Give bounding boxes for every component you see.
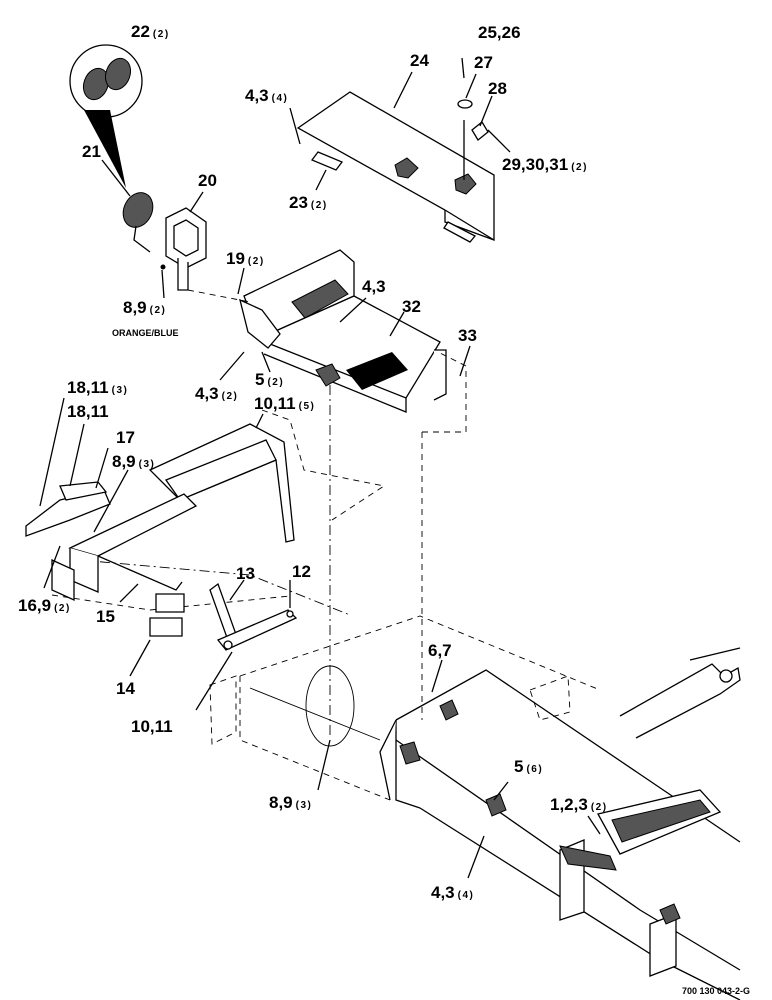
- callout-10-11-b: 10,11: [131, 717, 173, 736]
- svg-text:25,26: 25,26: [478, 23, 521, 42]
- upper-cover: [296, 91, 495, 243]
- svg-text:4,3(2): 4,3(2): [195, 384, 238, 403]
- svg-text:14: 14: [116, 679, 135, 698]
- callout-14: 14: [116, 679, 135, 698]
- callout-8-9-c: 8,9: [269, 793, 293, 812]
- callout-27: 27: [474, 53, 493, 72]
- svg-text:28: 28: [488, 79, 507, 98]
- svg-text:17: 17: [116, 428, 135, 447]
- svg-text:15: 15: [96, 607, 115, 626]
- conveyor-platform: [209, 615, 741, 1000]
- svg-text:24: 24: [410, 51, 429, 70]
- callout-labels: 22(2) 21 20 24 4,3(4) 25,26 27 28 29,30,…: [18, 22, 750, 996]
- svg-text:32: 32: [402, 297, 421, 316]
- callout-4-3-b: 4,3: [362, 277, 386, 296]
- callout-6-7: 6,7: [428, 641, 452, 660]
- callout-13: 13: [236, 564, 255, 583]
- svg-text:1,2,3(2): 1,2,3(2): [550, 795, 608, 814]
- callout-23: 23: [289, 193, 308, 212]
- callout-15: 15: [96, 607, 115, 626]
- callout-18-11-a: 18,11: [67, 378, 109, 397]
- drawing-number: 700 130 043-2-G: [682, 986, 750, 996]
- svg-text:8,9(2): 8,9(2): [123, 298, 166, 317]
- hidden-lines: [51, 289, 467, 735]
- linkage-arm: [209, 582, 298, 651]
- svg-text:20: 20: [198, 171, 217, 190]
- reflector-assembly: [122, 192, 207, 291]
- svg-text:23(2): 23(2): [289, 193, 328, 212]
- svg-text:8,9(3): 8,9(3): [269, 793, 312, 812]
- leader-lines: [39, 57, 601, 879]
- callout-32: 32: [402, 297, 421, 316]
- callout-10-11-a: 10,11: [254, 394, 296, 413]
- svg-text:6,7: 6,7: [428, 641, 452, 660]
- callout-5-b: 5: [514, 757, 523, 776]
- callout-24: 24: [410, 51, 429, 70]
- callout-12: 12: [292, 562, 311, 581]
- callout-20: 20: [198, 171, 217, 190]
- callout-4-3-a: 4,3: [245, 86, 269, 105]
- callout-33: 33: [458, 326, 477, 345]
- svg-text:5(6): 5(6): [514, 757, 543, 776]
- callout-22: 22: [131, 22, 150, 41]
- callout-18-11-b: 18,11: [67, 402, 109, 421]
- lower-left-frame: [25, 423, 295, 637]
- svg-text:18,11(3): 18,11(3): [67, 378, 128, 397]
- svg-text:10,11: 10,11: [131, 717, 173, 736]
- svg-text:18,11: 18,11: [67, 402, 109, 421]
- svg-text:21: 21: [82, 142, 101, 161]
- svg-text:16,9(2): 16,9(2): [18, 596, 71, 615]
- svg-text:12: 12: [292, 562, 311, 581]
- svg-text:19(2): 19(2): [226, 249, 265, 268]
- svg-text:10,11(5): 10,11(5): [254, 394, 315, 413]
- svg-text:13: 13: [236, 564, 255, 583]
- callout-8-9-a: 8,9: [123, 298, 147, 317]
- callout-4-3-c: 4,3: [195, 384, 219, 403]
- svg-text:22(2): 22(2): [131, 22, 170, 41]
- callout-28: 28: [488, 79, 507, 98]
- svg-text:29,30,31(2): 29,30,31(2): [502, 155, 588, 174]
- callout-4-3-d: 4,3: [431, 883, 455, 902]
- callout-8-9-b: 8,9: [112, 452, 136, 471]
- svg-text:27: 27: [474, 53, 493, 72]
- svg-text:5(2): 5(2): [255, 370, 284, 389]
- callout-16-9: 16,9: [18, 596, 51, 615]
- callout-19: 19: [226, 249, 245, 268]
- svg-text:4,3: 4,3: [362, 277, 386, 296]
- callout-1-2-3: 1,2,3: [550, 795, 588, 814]
- callout-25-26: 25,26: [478, 23, 521, 42]
- reflector-detail-magnifier: [69, 44, 143, 188]
- svg-text:33: 33: [458, 326, 477, 345]
- callout-5-a: 5: [255, 370, 264, 389]
- warning-light-bracket: [239, 249, 447, 413]
- wire-color-note: ORANGE/BLUE: [112, 328, 179, 338]
- callout-21: 21: [82, 142, 101, 161]
- callout-17: 17: [116, 428, 135, 447]
- svg-text:4,3(4): 4,3(4): [245, 86, 288, 105]
- svg-text:4,3(4): 4,3(4): [431, 883, 474, 902]
- callout-29-30-31: 29,30,31: [502, 155, 568, 174]
- svg-text:8,9(3): 8,9(3): [112, 452, 155, 471]
